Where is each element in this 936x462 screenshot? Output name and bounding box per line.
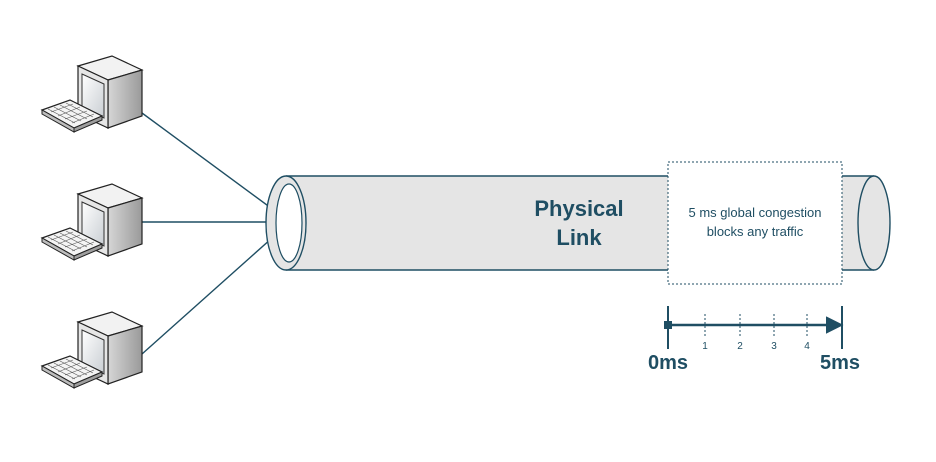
computer-icon (41, 183, 143, 261)
timeline-tick-label: 1 (702, 341, 708, 352)
timeline-tick-label: 4 (804, 341, 810, 352)
timeline-tick-label: 2 (737, 341, 743, 352)
timeline-end-label: 5ms (820, 352, 860, 374)
timeline-start-label: 0ms (648, 352, 688, 374)
congestion-note-line1: 5 ms global congestion (689, 205, 822, 220)
congestion-box (667, 161, 843, 285)
connection-line-1 (141, 112, 291, 223)
pipe-far-end (857, 175, 891, 271)
computer-icon (41, 311, 143, 389)
link-label-line1: Physical (534, 196, 623, 221)
computer-icon (41, 55, 143, 133)
timeline-tick-label: 3 (771, 341, 777, 352)
pipe-mouth-inner (275, 183, 303, 263)
congestion-note-line2: blocks any traffic (707, 224, 804, 239)
connection-line-3 (141, 221, 291, 355)
link-label-line2: Link (556, 225, 602, 250)
timeline: 1 2 3 4 0ms 5ms (648, 306, 860, 374)
